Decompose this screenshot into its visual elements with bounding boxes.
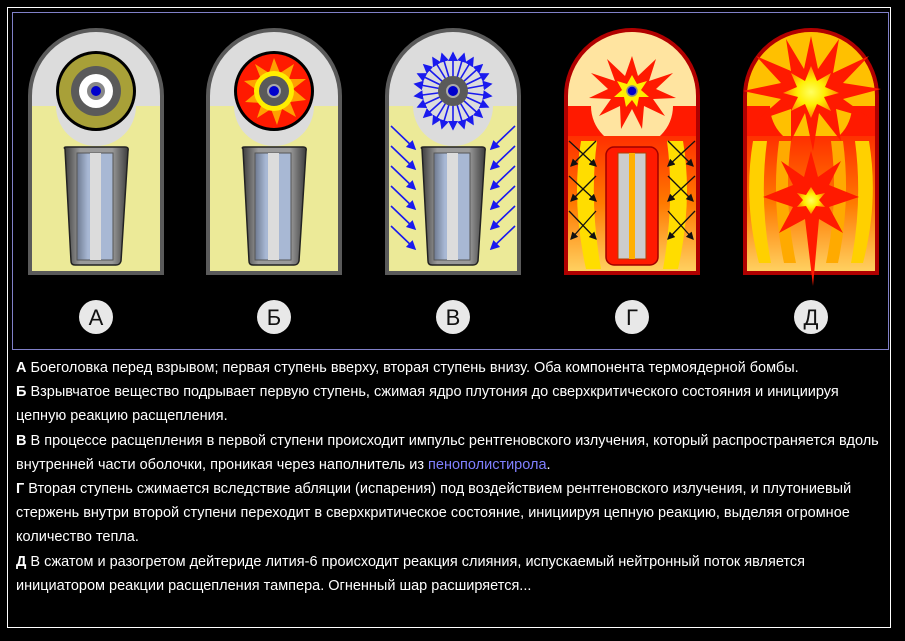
caption-item-a: А Боеголовка перед взрывом; первая ступе… [16,356,886,380]
panel-a-warhead-before [28,28,164,275]
thermonuclear-stages-figure: А Б В Г Д [12,12,889,350]
svg-text:В: В [446,305,461,330]
caption-text: В сжатом и разогретом дейтериде лития-6 … [16,553,806,594]
panel-g-secondary-compression [564,28,700,275]
panel-label-b: Б [257,300,291,334]
svg-text:Г: Г [626,305,638,330]
svg-text:Б: Б [267,305,281,330]
caption-text: Взрывчатое вещество подрывает первую сту… [16,384,839,425]
content-frame [7,7,891,628]
caption-text: Боеголовка перед взрывом; первая ступень… [26,360,799,376]
figure-caption: А Боеголовка перед взрывом; первая ступе… [16,356,886,598]
panel-d-fusion-fireball [743,28,881,286]
panel-label-a: А [79,300,113,334]
svg-text:А: А [89,305,104,330]
caption-item-g: Г Вторая ступень сжимается вследствие аб… [16,477,886,550]
panel-label-v: В [436,300,470,334]
caption-key: Д [16,553,27,570]
caption-text-end: . [546,456,551,473]
caption-item-b: Б Взрывчатое вещество подрывает первую с… [16,380,886,428]
caption-text: В процессе расщепления в первой ступени … [16,432,879,473]
panel-b-primary-implosion [206,28,342,275]
caption-item-d: Д В сжатом и разогретом дейтериде лития-… [16,550,886,598]
polystyrene-foam-link[interactable]: пенополистирола [428,456,547,473]
caption-item-v: В В процессе расщепления в первой ступен… [16,429,886,477]
caption-text: Вторая ступень сжимается вследствие абля… [16,481,852,546]
panel-label-g: Г [615,300,649,334]
svg-text:Д: Д [804,305,819,330]
panel-v-xray-radiation [385,28,521,275]
caption-key: А [16,360,27,376]
panel-label-d: Д [794,300,828,334]
caption-key: В [16,432,27,449]
caption-key: Г [16,481,25,498]
caption-key: Б [16,384,27,401]
